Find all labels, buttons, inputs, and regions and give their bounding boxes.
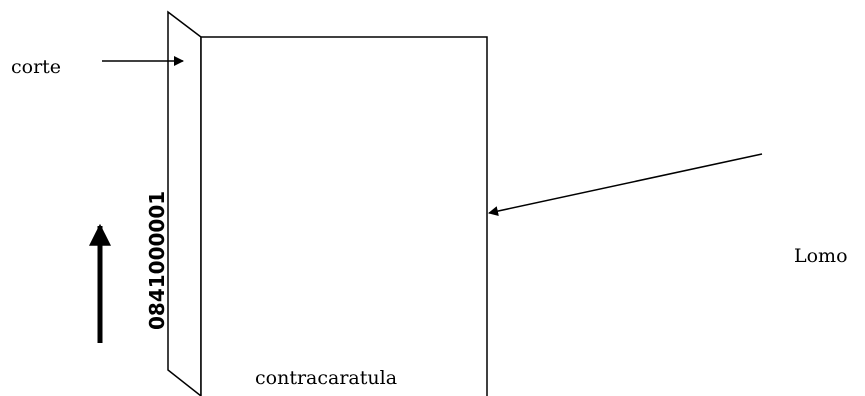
lomo-arrow (488, 153, 763, 216)
label-corte: corte (11, 56, 61, 78)
book-cover (200, 36, 488, 396)
cut-edge-strip (167, 10, 202, 396)
label-contracaratula: contracaratula (255, 367, 397, 389)
label-lomo: Lomo (794, 245, 848, 267)
edge-code: 0841000001 (145, 191, 169, 330)
